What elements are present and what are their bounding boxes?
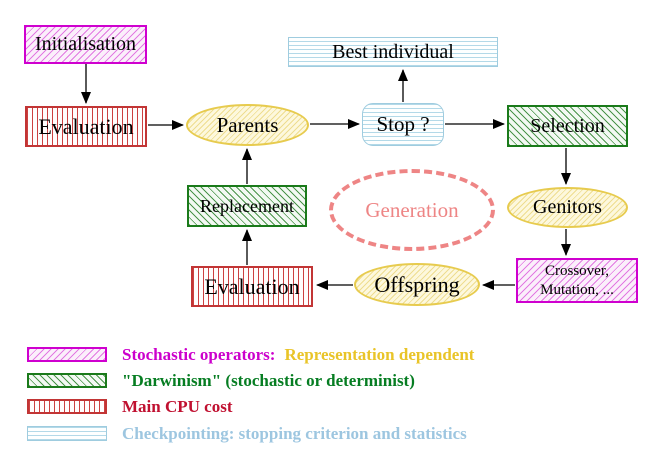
node-best-individual: Best individual xyxy=(288,37,498,67)
legend-label-stochastic-main: Stochastic operators: xyxy=(122,345,276,364)
node-replacement: Replacement xyxy=(187,185,307,227)
node-selection: Selection xyxy=(507,105,628,147)
node-evaluation-top: Evaluation xyxy=(25,106,147,147)
node-initialisation: Initialisation xyxy=(24,25,147,64)
crossover-line1: Crossover, xyxy=(545,262,609,279)
node-parents: Parents xyxy=(186,104,309,146)
node-stop: Stop ? xyxy=(362,103,444,146)
legend-swatch-stochastic xyxy=(27,347,107,362)
legend-label-cpu: Main CPU cost xyxy=(122,397,233,416)
node-offspring: Offspring xyxy=(354,263,480,306)
legend-label-checkpointing: Checkpointing: stopping criterion and st… xyxy=(122,424,467,443)
crossover-line2: Mutation, ... xyxy=(540,281,614,298)
legend-label-darwinism: "Darwinism" (stochastic or determinist) xyxy=(122,371,415,390)
legend-label-stochastic: Stochastic operators: Representation depe… xyxy=(122,345,474,365)
legend-swatch-cpu xyxy=(27,399,107,414)
generation-loop-ellipse: Generation xyxy=(329,169,495,251)
node-genitors: Genitors xyxy=(507,187,628,228)
legend-swatch-checkpointing xyxy=(27,426,107,441)
node-crossover-mutation: Crossover, Mutation, ... xyxy=(516,258,638,303)
legend-swatch-darwinism xyxy=(27,373,107,388)
legend-label-representation: Representation dependent xyxy=(284,345,475,364)
node-evaluation-bottom: Evaluation xyxy=(191,266,313,307)
